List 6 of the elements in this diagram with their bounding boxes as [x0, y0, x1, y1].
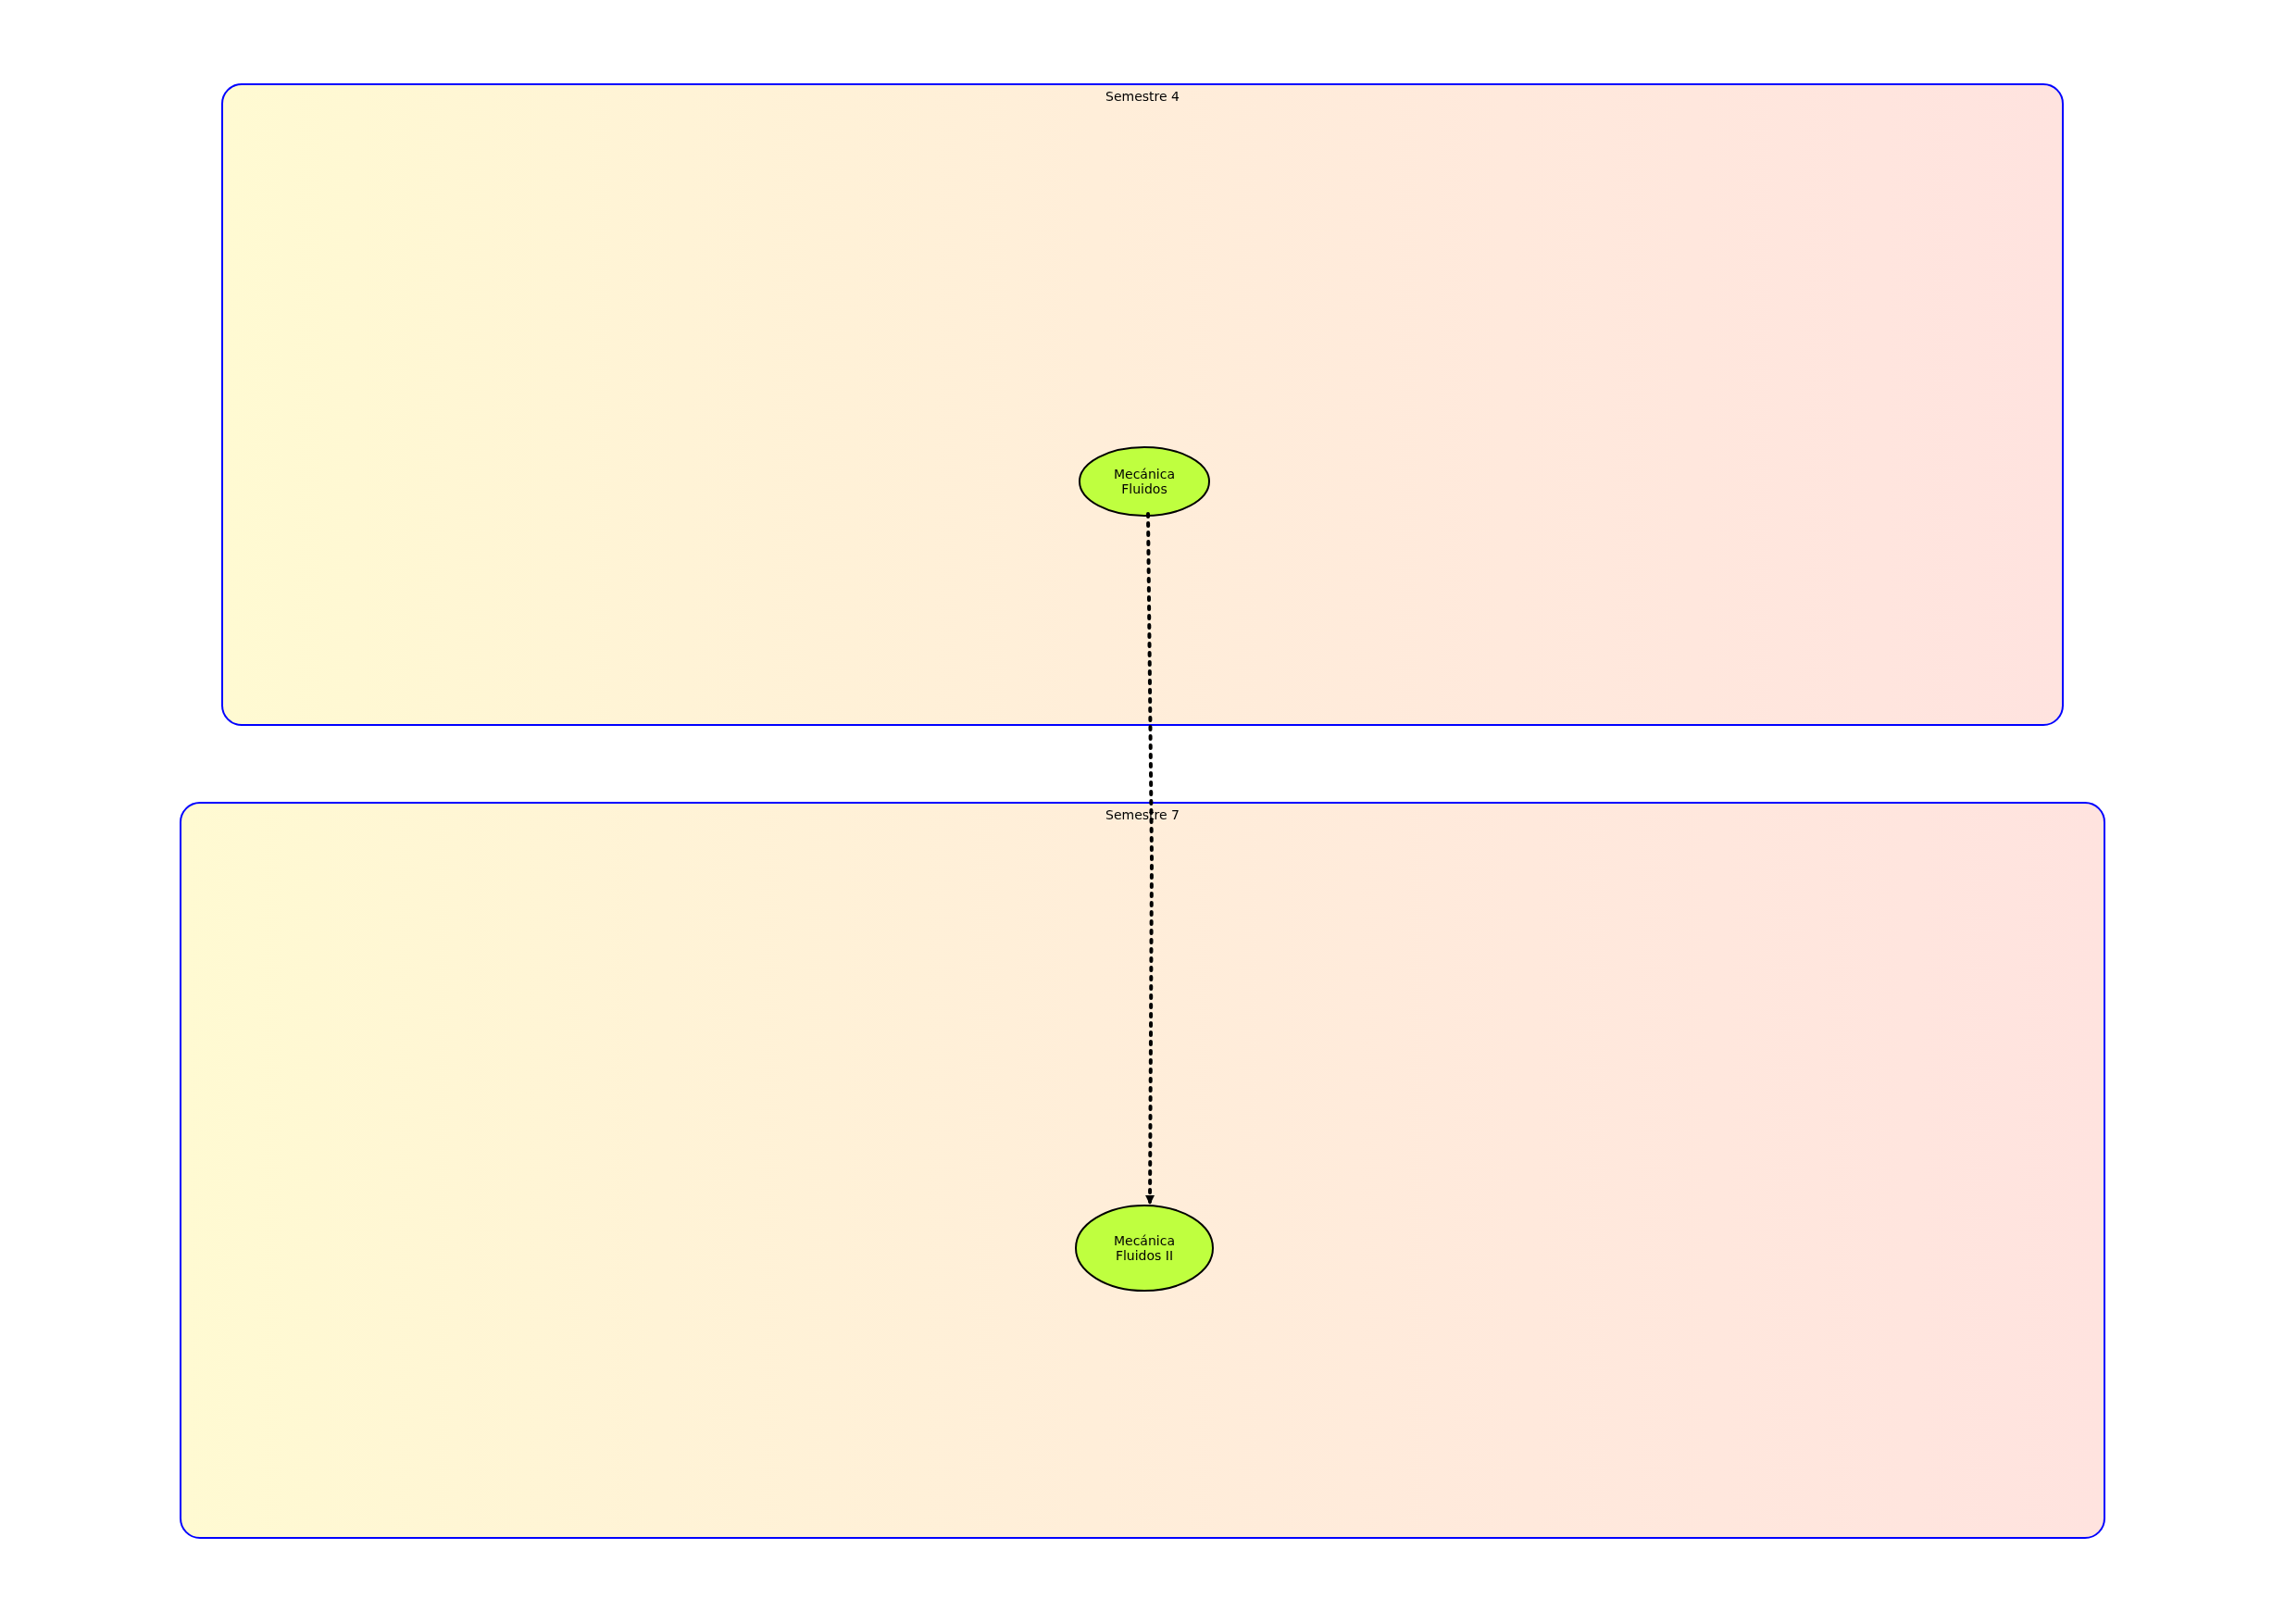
semester-panel	[180, 802, 2105, 1539]
course-name: Mecánica Fluidos II	[1114, 1233, 1175, 1263]
course-name: Mecánica Fluidos	[1114, 467, 1175, 496]
semester-panel	[221, 83, 2064, 726]
semester-title: Semestre 4	[1105, 89, 1180, 104]
dotted-arrow	[1145, 512, 1155, 1206]
